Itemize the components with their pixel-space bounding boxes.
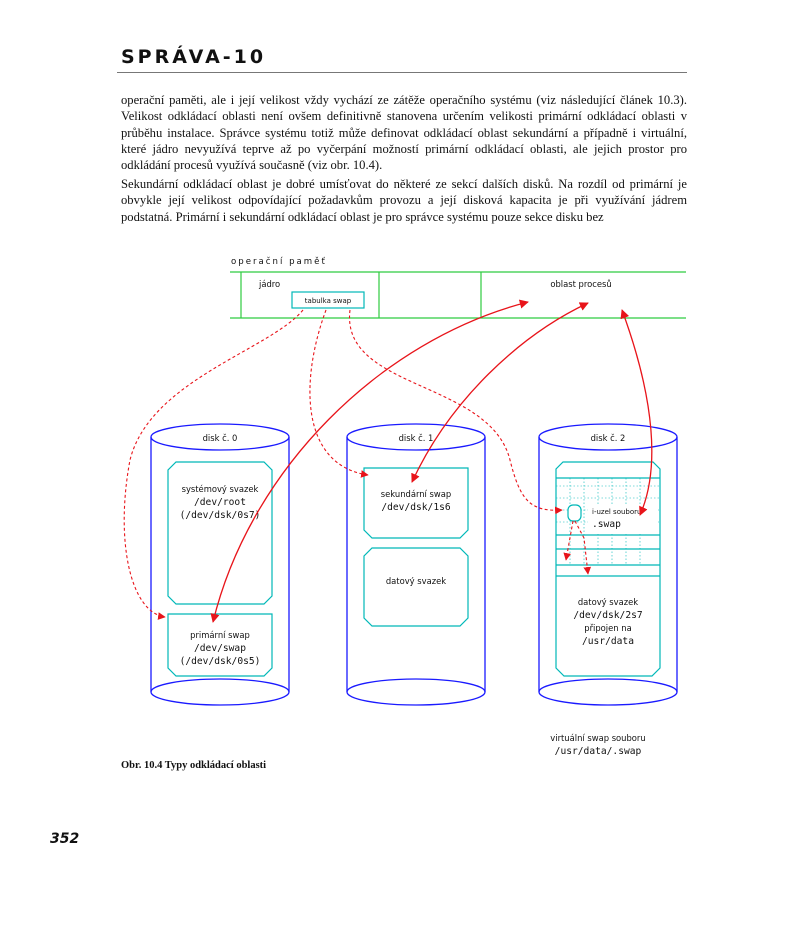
disk-1-label: disk č. 1 (399, 433, 434, 443)
primary-swap-device: (/dev/dsk/0s5) (180, 656, 261, 667)
page-number: 352 (50, 831, 80, 847)
paragraph-text: Sekundární odkládací oblast je dobré umí… (121, 177, 687, 224)
disk-2-mount-point: /usr/data (582, 636, 634, 647)
secondary-swap-label: sekundární swap (381, 489, 451, 499)
paragraph-text: operační paměti, ale i její velikost vžd… (121, 93, 687, 173)
inode-block-pointer (574, 520, 592, 575)
memory-title: operační paměť (231, 256, 327, 267)
memory-block: operační paměť jádro tabulka swap oblast… (230, 256, 686, 319)
disk-2-data-label: datový svazek (578, 597, 638, 607)
swap-table-label: tabulka swap (305, 297, 352, 305)
disk-1-data-label: datový svazek (386, 576, 446, 586)
disk-2-mounted-label: připojen na (584, 623, 631, 633)
virtual-swap-process-arrow (620, 309, 653, 516)
swap-table-to-secondary-pointer (309, 309, 369, 478)
disk-2-label: disk č. 2 (591, 433, 626, 443)
kernel-label: jádro (258, 279, 280, 289)
inode-label: i-uzel souboru (592, 508, 641, 516)
disk-0: disk č. 0 systémový svazek /dev/root (/d… (150, 423, 290, 706)
primary-swap-path: /dev/swap (194, 643, 246, 654)
disk-1-data-partition (363, 547, 469, 627)
system-volume-path: /dev/root (194, 497, 246, 508)
process-area-label: oblast procesů (550, 279, 611, 289)
body-paragraph-2: Sekundární odkládací oblast je dobré umí… (121, 176, 687, 225)
inode-file: .swap (592, 519, 621, 530)
figure-caption: Obr. 10.4 Typy odkládací oblasti (121, 760, 267, 771)
page-header-title: SPRÁVA-10 (121, 46, 267, 68)
disk-2: disk č. 2 i-uzel souboru .swap datový sv… (538, 423, 678, 706)
disk-0-label: disk č. 0 (203, 433, 238, 443)
inode-box (567, 504, 582, 522)
disk-1: disk č. 1 sekundární swap /dev/dsk/1s6 d… (346, 423, 486, 706)
system-volume-device: (/dev/dsk/0s7) (180, 510, 261, 521)
inode-block-pointer (563, 520, 574, 561)
primary-swap-label: primární swap (190, 630, 250, 640)
secondary-swap-path: /dev/dsk/1s6 (381, 502, 451, 513)
header-rule (117, 72, 687, 73)
secondary-swap-process-arrow (411, 302, 589, 483)
virtual-swap-path: /usr/data/.swap (555, 746, 642, 757)
disk-2-data-path: /dev/dsk/2s7 (573, 610, 643, 621)
virtual-swap-label: virtuální swap souboru (550, 733, 645, 743)
body-paragraph-1: operační paměti, ale i její velikost vžd… (121, 92, 687, 173)
system-volume-label: systémový svazek (182, 484, 259, 494)
